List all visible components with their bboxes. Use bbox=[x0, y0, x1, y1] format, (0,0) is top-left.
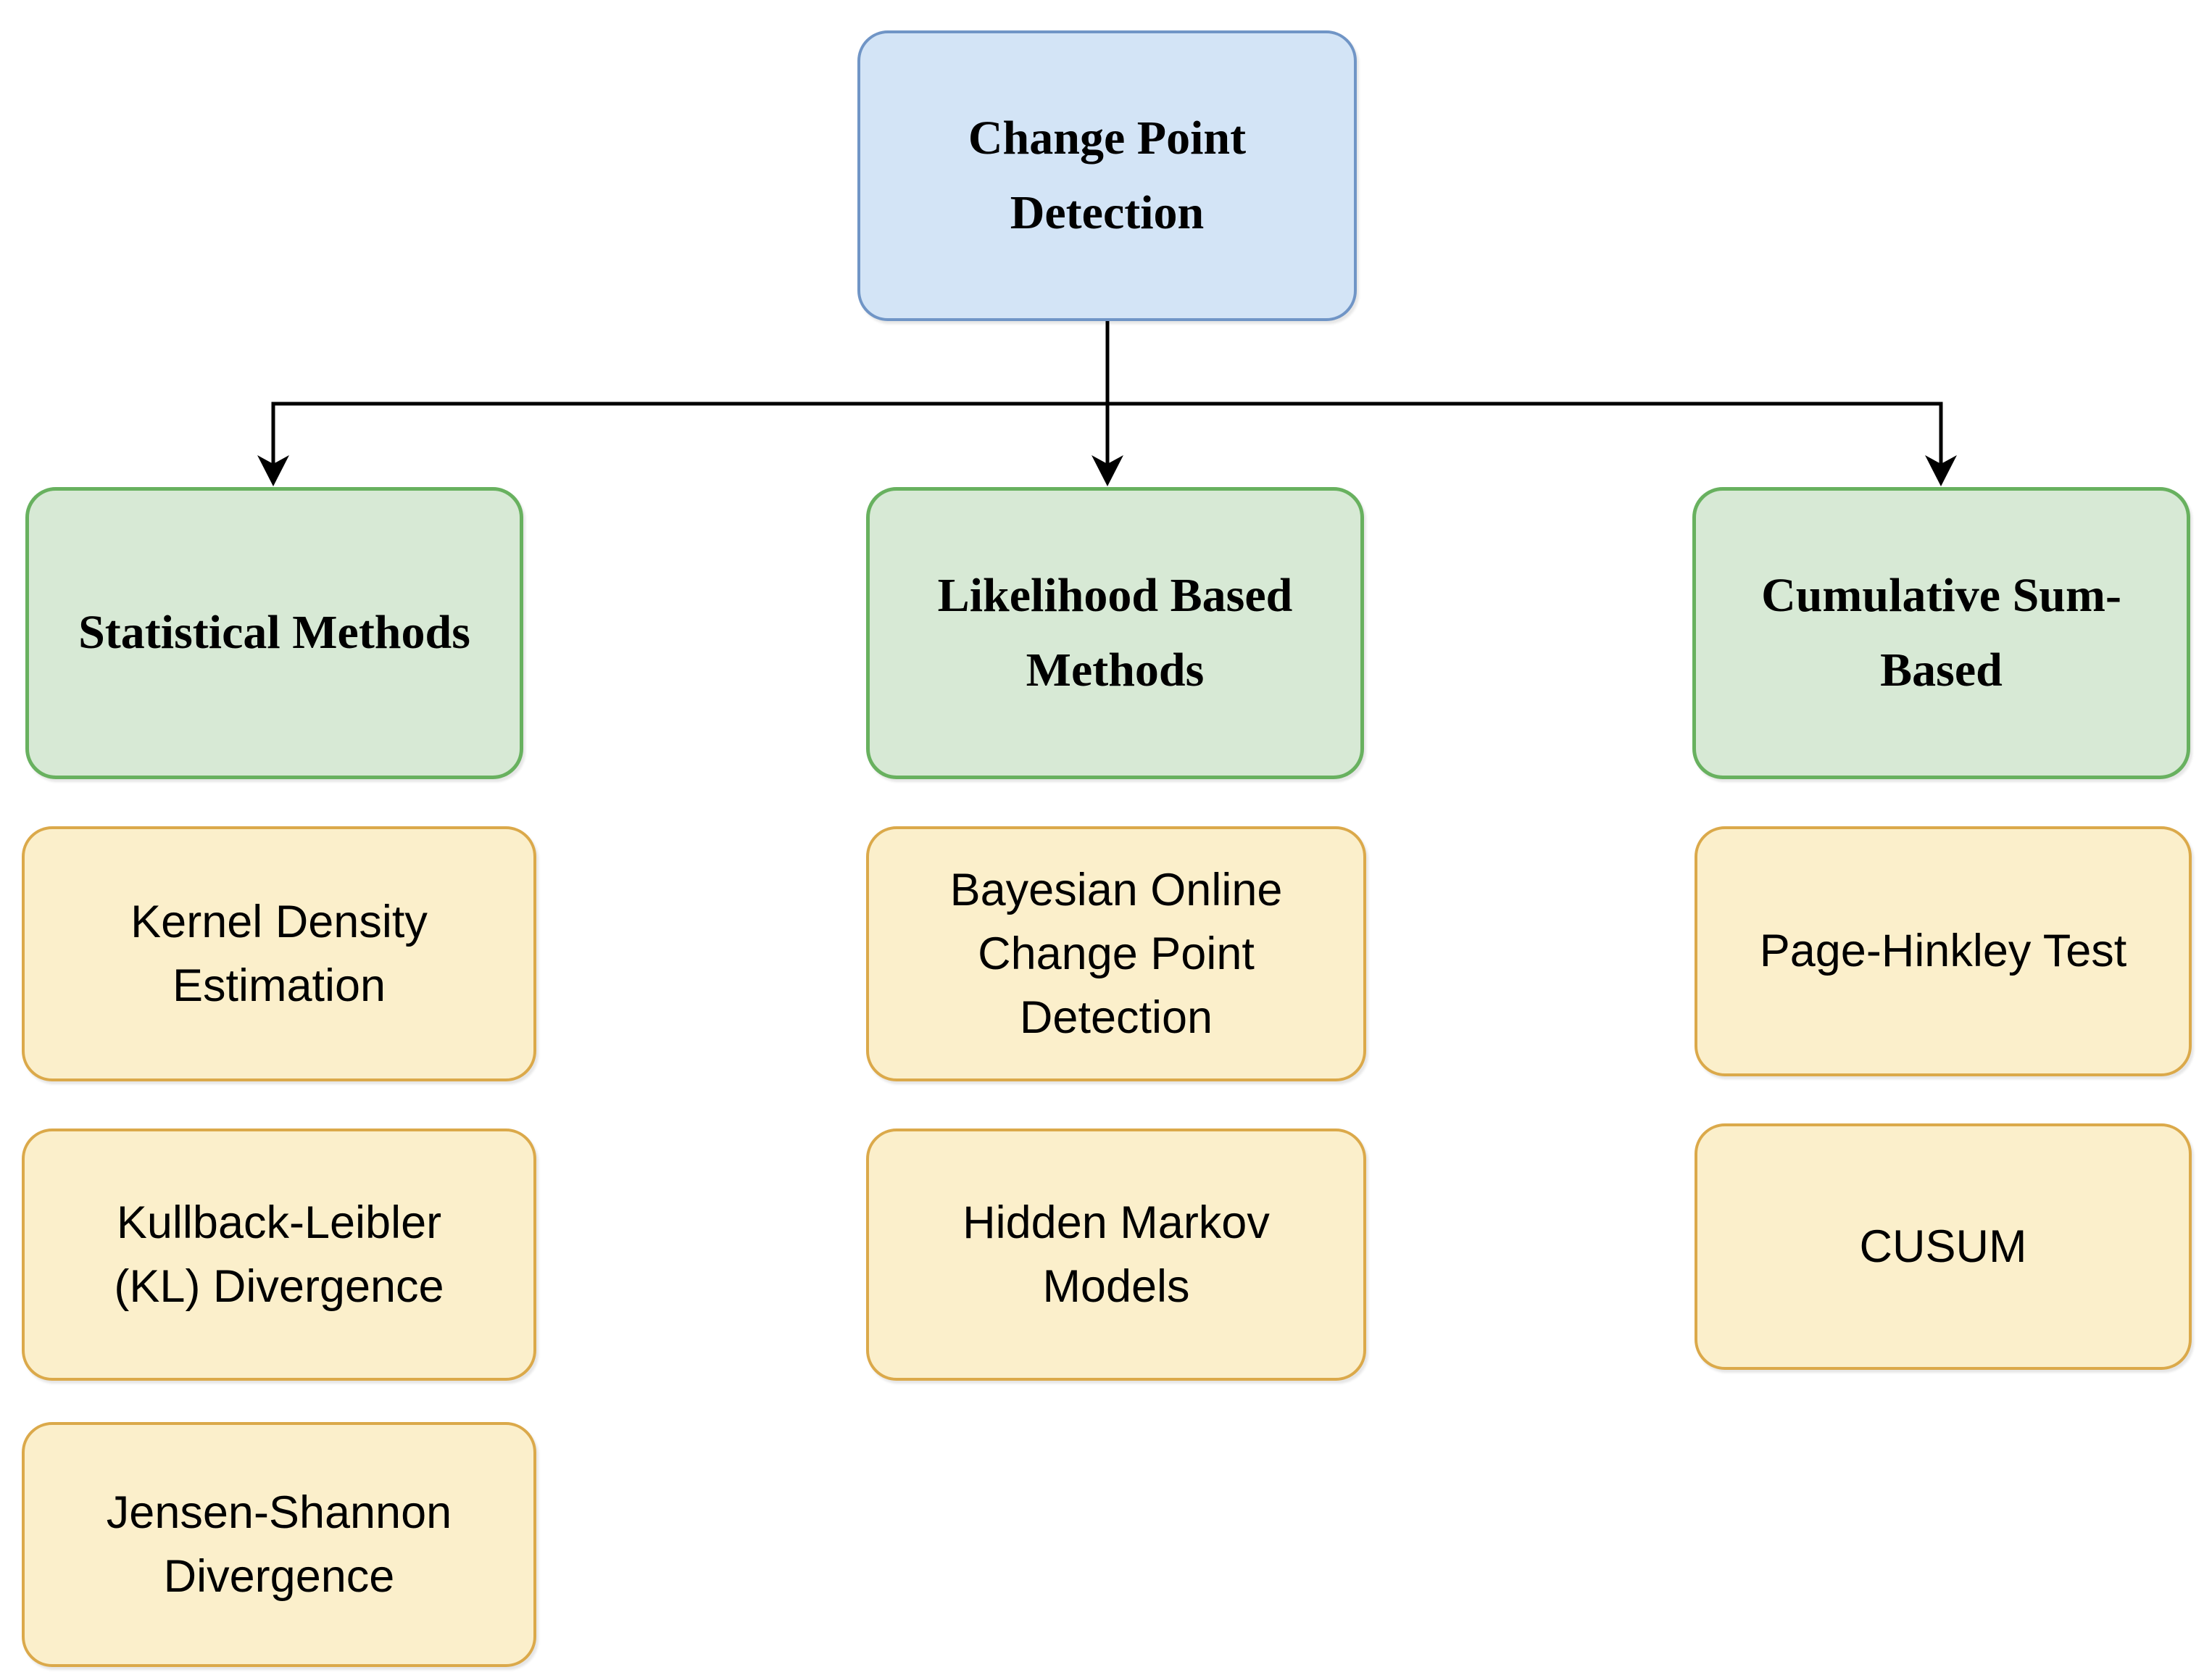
node-kullback-leibler-divergence: Kullback-Leibler (KL) Divergence bbox=[22, 1129, 536, 1381]
arrowhead-middle-icon bbox=[1092, 455, 1123, 486]
node-label: Change Point Detection bbox=[968, 112, 1247, 239]
node-kernel-density-estimation: Kernel Density Estimation bbox=[22, 826, 536, 1081]
node-label: CUSUM bbox=[1859, 1221, 2027, 1272]
node-label: Cumulative Sum-Based bbox=[1761, 569, 2121, 697]
node-label: Jensen-Shannon Divergence bbox=[106, 1487, 452, 1602]
node-cusum: CUSUM bbox=[1695, 1123, 2192, 1370]
node-label: Kernel Density Estimation bbox=[130, 896, 428, 1011]
node-label: Kullback-Leibler (KL) Divergence bbox=[114, 1197, 444, 1312]
node-change-point-detection: Change Point Detection bbox=[857, 30, 1357, 321]
node-label: Statistical Methods bbox=[78, 606, 470, 660]
node-cumulative-sum-based: Cumulative Sum-Based bbox=[1692, 487, 2190, 779]
arrowhead-left-icon bbox=[257, 455, 289, 486]
node-bayesian-online-change-point-detection: Bayesian Online Change Point Detection bbox=[866, 826, 1366, 1081]
arrowhead-right-icon bbox=[1925, 455, 1957, 486]
node-hidden-markov-models: Hidden Markov Models bbox=[866, 1129, 1366, 1381]
node-page-hinkley-test: Page-Hinkley Test bbox=[1695, 826, 2192, 1076]
node-label: Hidden Markov Models bbox=[962, 1197, 1270, 1312]
node-label: Bayesian Online Change Point Detection bbox=[949, 864, 1283, 1044]
node-likelihood-based-methods: Likelihood Based Methods bbox=[866, 487, 1364, 779]
node-label: Page-Hinkley Test bbox=[1759, 926, 2127, 977]
node-label: Likelihood Based Methods bbox=[937, 569, 1293, 697]
node-jensen-shannon-divergence: Jensen-Shannon Divergence bbox=[22, 1422, 536, 1667]
node-statistical-methods: Statistical Methods bbox=[25, 487, 523, 779]
